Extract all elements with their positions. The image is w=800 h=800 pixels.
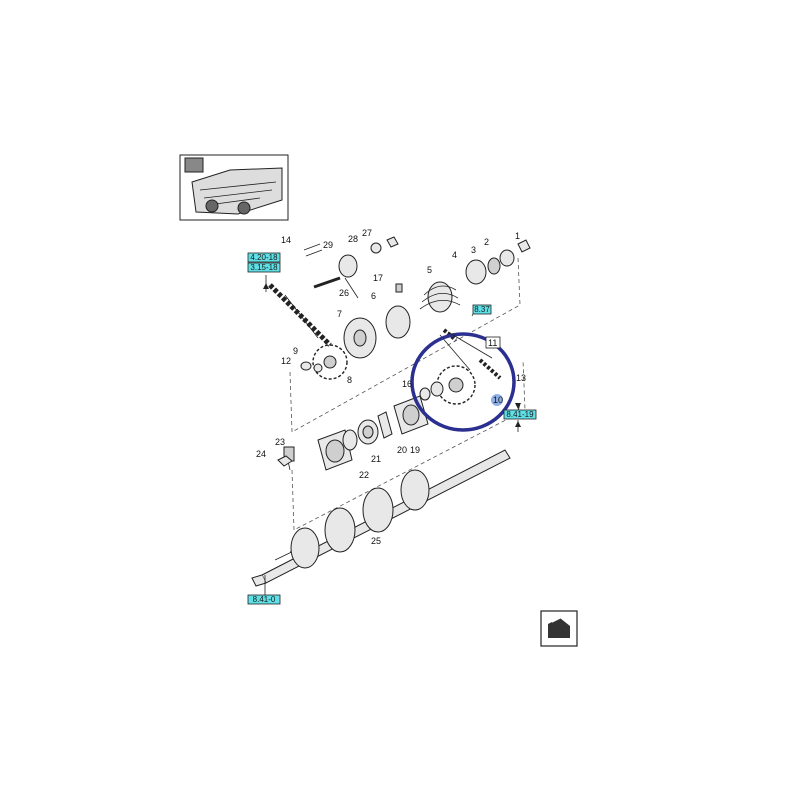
callout-1: 1 (515, 231, 520, 241)
callout-16: 16 (402, 379, 412, 389)
callout-26: 26 (339, 288, 349, 298)
callout-8: 8 (347, 375, 352, 385)
sprocket-8 (312, 344, 348, 380)
callout-25: 25 (371, 536, 381, 546)
ref-box-3-15-18[interactable]: 3.15-18 (247, 262, 281, 273)
callout-20: 20 (397, 445, 407, 455)
down-arrow-icon (515, 403, 521, 409)
callout-10: 10 (493, 395, 503, 405)
callout-6: 6 (371, 291, 376, 301)
ref-box-8-41-0[interactable]: 8.41-0 (247, 594, 281, 605)
callout-9: 9 (293, 346, 298, 356)
callout-7: 7 (337, 309, 342, 319)
parts-1-4 (465, 239, 531, 285)
callout-3: 3 (471, 245, 476, 255)
callout-11: 11 (488, 338, 497, 348)
highlight-ring (410, 332, 516, 432)
up-arrow-icon (263, 283, 269, 289)
callout-2: 2 (484, 237, 489, 247)
hub-7 (343, 305, 411, 359)
callout-11-box (485, 336, 501, 349)
callout-22: 22 (359, 470, 369, 480)
ref-box-8-41-19[interactable]: 8.41-19 (503, 409, 537, 420)
callout-10-highlight (491, 394, 503, 406)
ref-label-b: 3.15-18 (250, 263, 278, 272)
frame-upper (289, 257, 521, 433)
ref-label-a: 4.20-18 (250, 253, 278, 262)
ref-label-e: 8.41-0 (253, 595, 276, 604)
ref-box-8-37[interactable]: 8.37 (472, 304, 492, 315)
callout-13: 13 (516, 373, 526, 383)
callout-labels: 1 2 3 4 5 6 7 8 9 10 11 12 13 14 16 17 1… (256, 228, 526, 546)
callout-27: 27 (362, 228, 372, 238)
sprocket-10 (419, 365, 476, 405)
frame-lower (291, 359, 526, 531)
auger-shaft (251, 449, 511, 587)
callout-4: 4 (452, 250, 457, 260)
machine-overview-icon (179, 154, 289, 221)
callout-19: 19 (410, 445, 420, 455)
ref-label-c: 8.37 (474, 305, 490, 314)
parts-26-29 (303, 236, 403, 293)
ref-box-4-20-18[interactable]: 4.20-18 (247, 252, 281, 263)
callout-28: 28 (348, 234, 358, 244)
callout-21: 21 (371, 454, 381, 464)
ref-label-d: 8.41-19 (506, 410, 534, 419)
callout-23: 23 (275, 437, 285, 447)
spring-5 (419, 281, 461, 313)
callout-17: 17 (373, 273, 383, 283)
callout-24: 24 (256, 449, 266, 459)
callout-12: 12 (281, 356, 291, 366)
next-page-icon[interactable] (540, 610, 578, 647)
chain-14 (268, 283, 332, 347)
bolt-12-washer-9 (300, 361, 323, 373)
callout-14: 14 (281, 235, 291, 245)
callout-29: 29 (323, 240, 333, 250)
nut-24 (277, 455, 293, 467)
callout-5: 5 (427, 265, 432, 275)
up-arrow-icon-2 (515, 421, 521, 427)
